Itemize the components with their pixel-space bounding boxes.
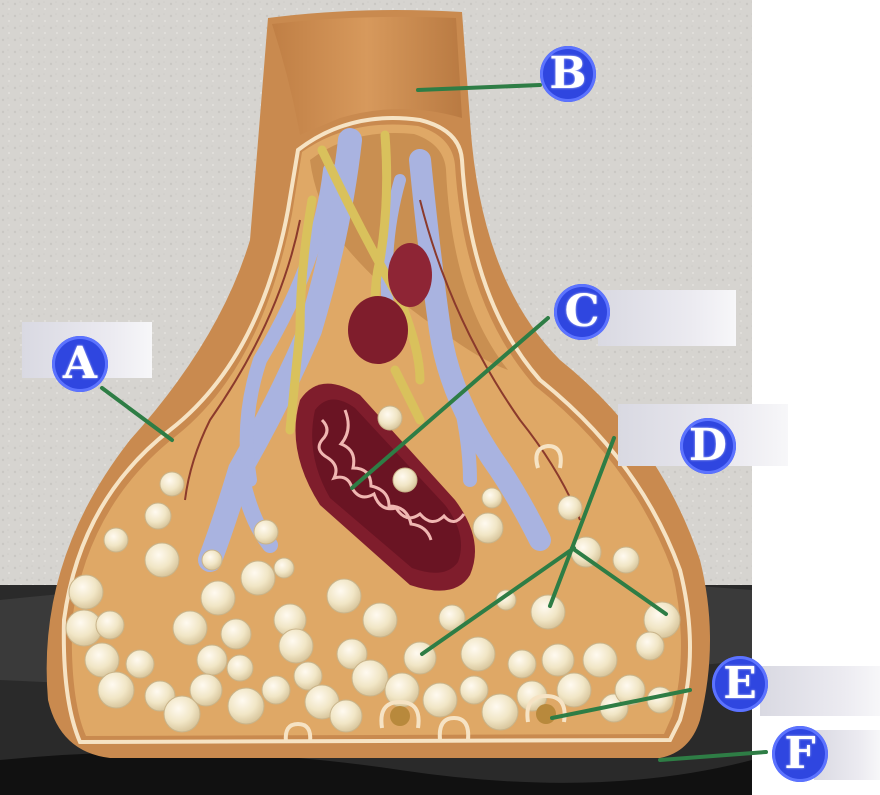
- fibers: [184, 199, 581, 521]
- leader-line-a: [100, 386, 174, 442]
- label-b: B: [540, 46, 596, 102]
- label-b-text: B: [549, 48, 587, 99]
- label-f: F: [772, 726, 828, 782]
- label-c: C: [554, 284, 610, 340]
- mitochondrion-small-2: [388, 243, 432, 307]
- mitochondrion-main: [295, 383, 475, 591]
- leader-lines: [100, 83, 768, 762]
- answer-box-c: [598, 290, 736, 346]
- leader-line-f: [658, 750, 768, 762]
- leader-line-d3: [570, 546, 668, 616]
- label-c-text: C: [564, 286, 600, 337]
- mitochondrion-small-1: [348, 296, 408, 364]
- answer-box-e: [760, 666, 880, 716]
- leader-line-b: [416, 83, 542, 92]
- synaptic-vesicles: [65, 405, 681, 733]
- terminal-membrane-line: [61, 116, 692, 745]
- leader-line-d2: [420, 546, 576, 656]
- leader-line-d1: [548, 436, 616, 608]
- label-a: A: [52, 336, 108, 392]
- mitochondrion-cristae: [317, 418, 466, 523]
- label-e-text: E: [723, 658, 757, 709]
- exocytosis-vesicles: [283, 443, 567, 743]
- label-e: E: [712, 656, 768, 712]
- base-rubble: [0, 752, 752, 795]
- label-a-text: A: [62, 338, 98, 389]
- label-d-text: D: [688, 420, 728, 471]
- leader-line-c: [350, 316, 550, 490]
- label-d: D: [680, 418, 736, 474]
- axon-stem: [272, 16, 462, 135]
- label-f-text: F: [784, 728, 816, 779]
- leader-line-e: [550, 688, 692, 720]
- white-margin: [752, 0, 880, 795]
